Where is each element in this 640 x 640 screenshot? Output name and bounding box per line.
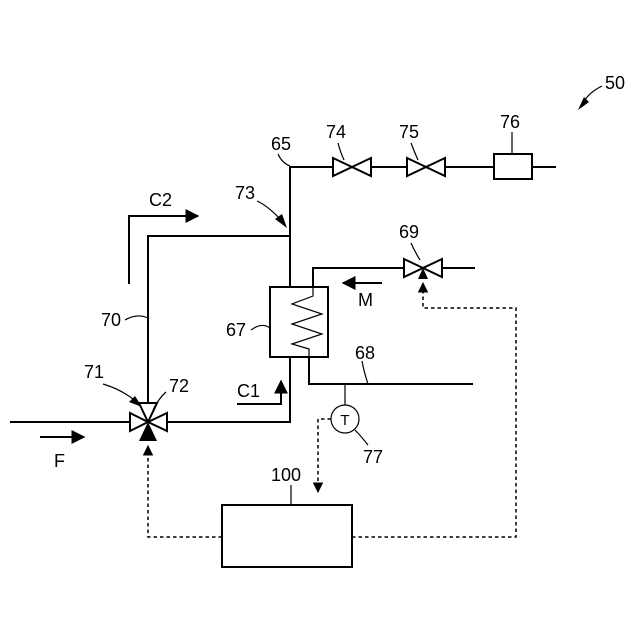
controller-100 [222,505,352,567]
signal-controller-to-71 [148,446,222,537]
leader-70 [125,316,148,320]
signal-controller-to-69 [352,283,516,537]
flow-arrows [40,216,382,437]
main-piping [10,167,556,422]
label-valve-71: 71 [84,362,104,382]
leader-65 [278,154,290,166]
leader-72 [153,392,166,410]
leader-lines [103,86,602,505]
leader-71 [103,384,133,399]
label-valve-69: 69 [399,222,419,242]
leader-73 [257,201,281,220]
leader-74 [338,143,344,160]
label-device-76: 76 [500,112,520,132]
three-way-valve-71 [130,403,167,441]
label-valve-74: 74 [326,122,346,142]
pipe-65-riser [290,167,333,236]
label-line-65: 65 [271,134,291,154]
label-flow-c1: C1 [237,381,260,401]
exchanger-coil [292,287,322,357]
leader-67 [251,325,270,330]
label-sensor-77: 77 [363,447,383,467]
label-line-70: 70 [101,310,121,330]
leader-69 [411,243,420,260]
label-flow-c2: C2 [149,190,172,210]
sensor-symbol: T [340,412,349,429]
label-junction-73: 73 [235,183,255,203]
label-port-72: 72 [169,376,189,396]
label-flow-f: F [54,451,65,471]
device-76 [494,154,532,179]
leader-77 [355,430,368,445]
valve-75 [407,158,445,176]
valve-69 [404,259,442,279]
pipe-68 [309,357,473,384]
temperature-sensor-77: T [331,405,359,433]
label-controller-100: 100 [271,465,301,485]
label-valve-75: 75 [399,122,419,142]
signal-lines [148,283,516,537]
leader-68 [362,361,368,384]
label-exchanger-67: 67 [226,320,246,340]
label-system: 50 [605,73,625,93]
signal-sensor-to-controller [318,419,331,492]
leader-75 [411,143,418,160]
heat-exchanger-67 [270,287,328,357]
valve-74 [333,158,371,176]
label-flow-m: M [358,290,373,310]
leader-50 [585,86,602,100]
pipe-m-to-exchanger [313,268,404,287]
label-line-68: 68 [355,343,375,363]
flow-c2-arrow [129,216,198,284]
